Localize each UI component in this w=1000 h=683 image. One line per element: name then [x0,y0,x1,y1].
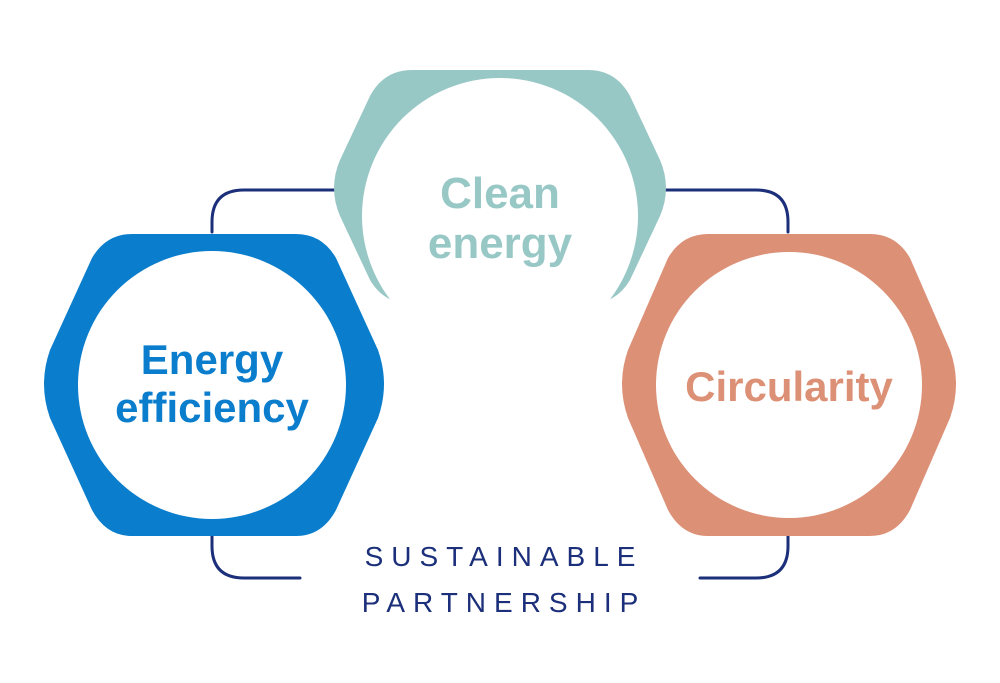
connector-bottom-left [210,534,302,580]
connector-top-left [210,188,354,234]
energy-efficiency-label-line1: Energy [141,336,284,383]
node-energy-efficiency: Energy efficiency [44,234,384,536]
energy-efficiency-label-line2: efficiency [115,384,309,431]
connector-top-right [646,188,790,234]
energy-efficiency-inner-circle [78,251,346,519]
clean-energy-label-line2: energy [428,219,573,268]
caption-line1: SUSTAINABLE [365,541,644,572]
caption-line2: PARTNERSHIP [362,587,647,618]
node-clean-energy: Clean energy [334,70,666,354]
clean-energy-inner-circle [362,78,638,354]
caption: SUSTAINABLE PARTNERSHIP [362,541,647,618]
connector-bottom-right [698,534,790,580]
circularity-inner-circle [656,252,922,518]
connector-frame [210,188,790,580]
node-circularity: Circularity [622,234,956,536]
clean-energy-label-line1: Clean [440,169,560,218]
circularity-label: Circularity [685,363,893,410]
